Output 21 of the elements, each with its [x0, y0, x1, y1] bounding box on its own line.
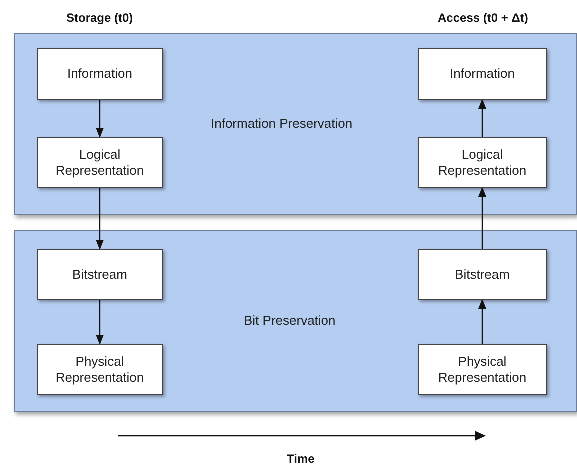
- heading: Access (t0 + Δt): [438, 11, 528, 25]
- process-box: Bitstream: [418, 249, 547, 300]
- process-box: Bitstream: [37, 249, 163, 300]
- process-box: Logical Representation: [418, 137, 547, 188]
- process-box: Information: [418, 48, 547, 100]
- arrow: [96, 100, 104, 138]
- arrow: [478, 187, 486, 249]
- arrow: [96, 300, 104, 345]
- process-box: Physical Representation: [418, 344, 547, 395]
- arrow: [478, 99, 486, 137]
- group-title: Bit Preservation: [244, 313, 336, 328]
- heading: Storage (t0): [66, 11, 134, 25]
- group-title: Information Preservation: [211, 116, 353, 131]
- axis-label: Time: [287, 452, 315, 466]
- group-band: [14, 230, 577, 412]
- arrow: [96, 188, 104, 250]
- group-band: [14, 33, 577, 215]
- arrow: [478, 299, 486, 344]
- process-box: Physical Representation: [37, 344, 163, 395]
- process-box: Logical Representation: [37, 137, 163, 188]
- process-box: Information: [37, 48, 163, 100]
